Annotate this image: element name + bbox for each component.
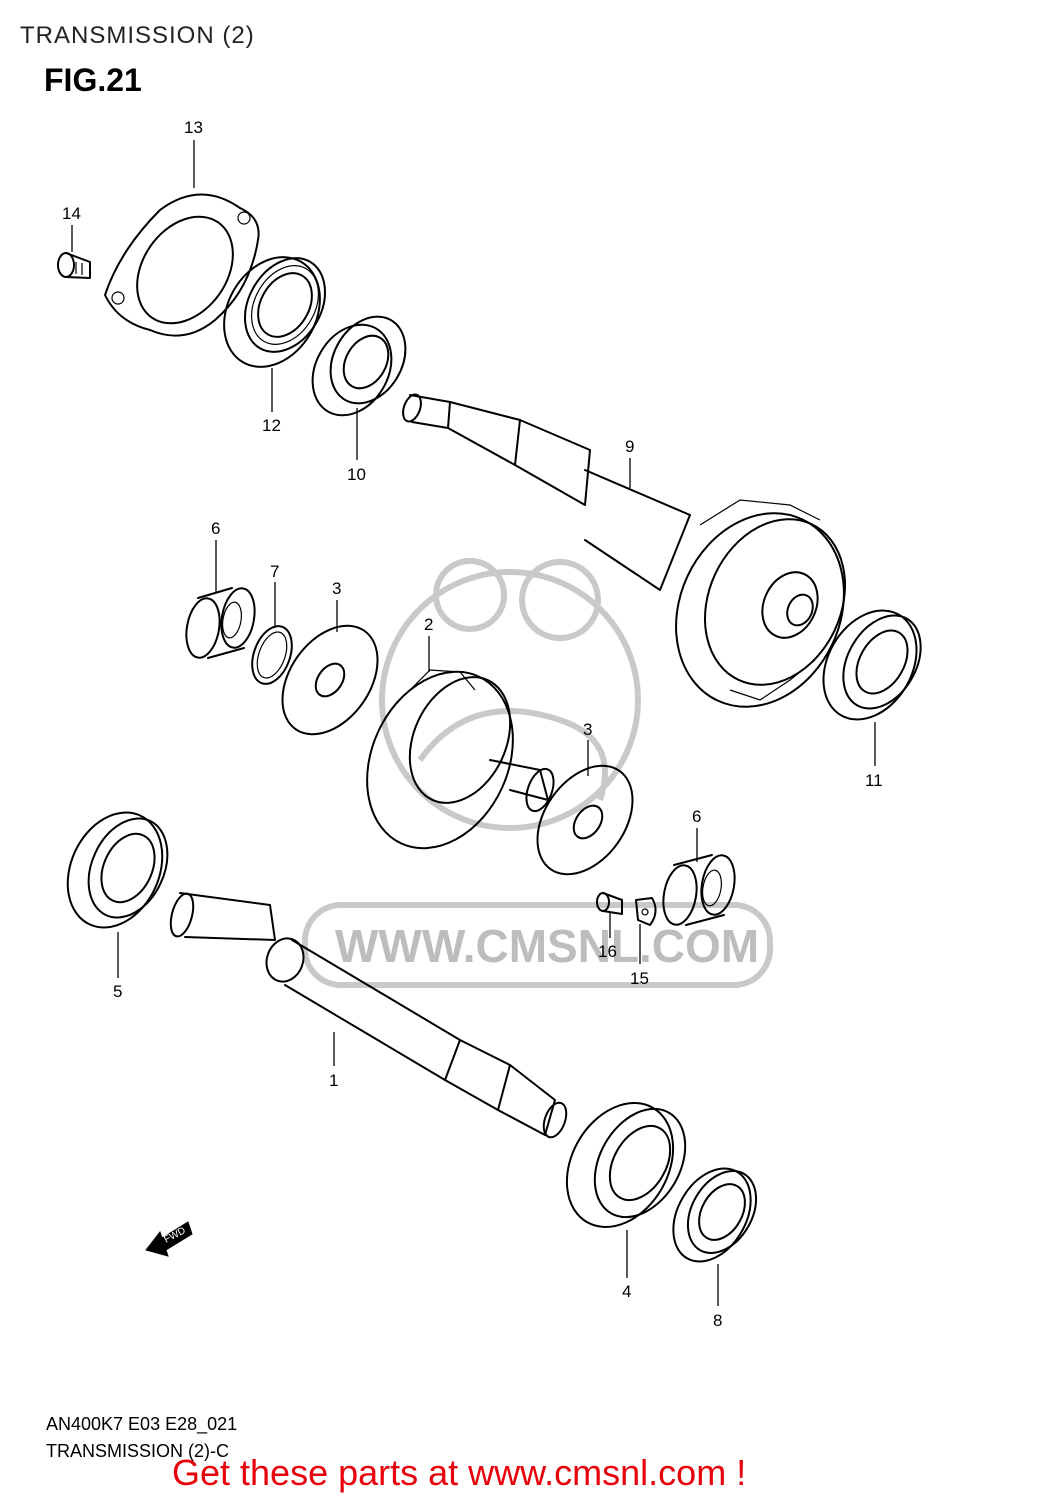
- callout-12: 12: [262, 416, 281, 435]
- callout-14: 14: [62, 204, 81, 223]
- part-11-bearing: [822, 609, 922, 721]
- callout-15: 15: [630, 969, 649, 988]
- callout-4: 4: [622, 1282, 631, 1301]
- part-12-bearing: [223, 256, 326, 368]
- part-4-bearing: [565, 1102, 687, 1228]
- callout-13: 13: [184, 118, 203, 137]
- part-6-needle-bearing-upper: [185, 587, 256, 659]
- callout-3-upper: 3: [332, 579, 341, 598]
- page-title: TRANSMISSION (2): [20, 22, 255, 49]
- leader-lines: [71, 140, 876, 1306]
- callout-6-lower: 6: [692, 807, 701, 826]
- part-3-washer-lower: [536, 764, 634, 876]
- callout-11: 11: [865, 771, 883, 790]
- part-16-bolt: [596, 892, 623, 915]
- callout-9: 9: [625, 437, 634, 456]
- part-14-screw: [57, 252, 91, 279]
- part-6-needle-bearing-lower: [662, 854, 736, 926]
- part-13-gasket: [104, 193, 260, 337]
- promo-link[interactable]: Get these parts at www.cmsnl.com !: [172, 1452, 747, 1493]
- part-2-gear: [366, 669, 555, 850]
- part-15-lock-plate: [635, 897, 657, 926]
- callout-1: 1: [329, 1071, 338, 1090]
- diagram-code: AN400K7 E03 E28_021: [46, 1414, 238, 1434]
- callout-10: 10: [347, 465, 366, 484]
- callout-5: 5: [113, 982, 122, 1001]
- callout-8: 8: [713, 1311, 722, 1330]
- watermark-url: WWW.CMSNL.COM: [335, 920, 759, 972]
- part-9-driven-shaft: [402, 393, 846, 708]
- cms-watermark: WWW.CMSNL.COM: [302, 558, 773, 988]
- callout-3-lower: 3: [583, 720, 592, 739]
- part-7-circlip: [251, 625, 293, 685]
- callout-2: 2: [424, 615, 433, 634]
- part-5-bearing: [66, 811, 169, 929]
- diagram-name: TRANSMISSION (2)-C: [46, 1441, 230, 1461]
- callout-16: 16: [598, 942, 617, 961]
- callout-6-upper: 6: [211, 519, 220, 538]
- forward-arrow-icon: FWD: [145, 1221, 193, 1257]
- figure-number: FIG.21: [44, 62, 142, 98]
- part-8-oil-seal: [672, 1167, 758, 1263]
- callout-labels: 13 14 12 10 9 6 7 3 2 3 11 6 5 16 15 1 4…: [62, 118, 883, 1330]
- part-3-washer-upper: [281, 624, 379, 736]
- callout-7: 7: [270, 562, 279, 581]
- part-1-drive-shaft: [169, 892, 568, 1139]
- part-10-oil-seal: [311, 315, 407, 417]
